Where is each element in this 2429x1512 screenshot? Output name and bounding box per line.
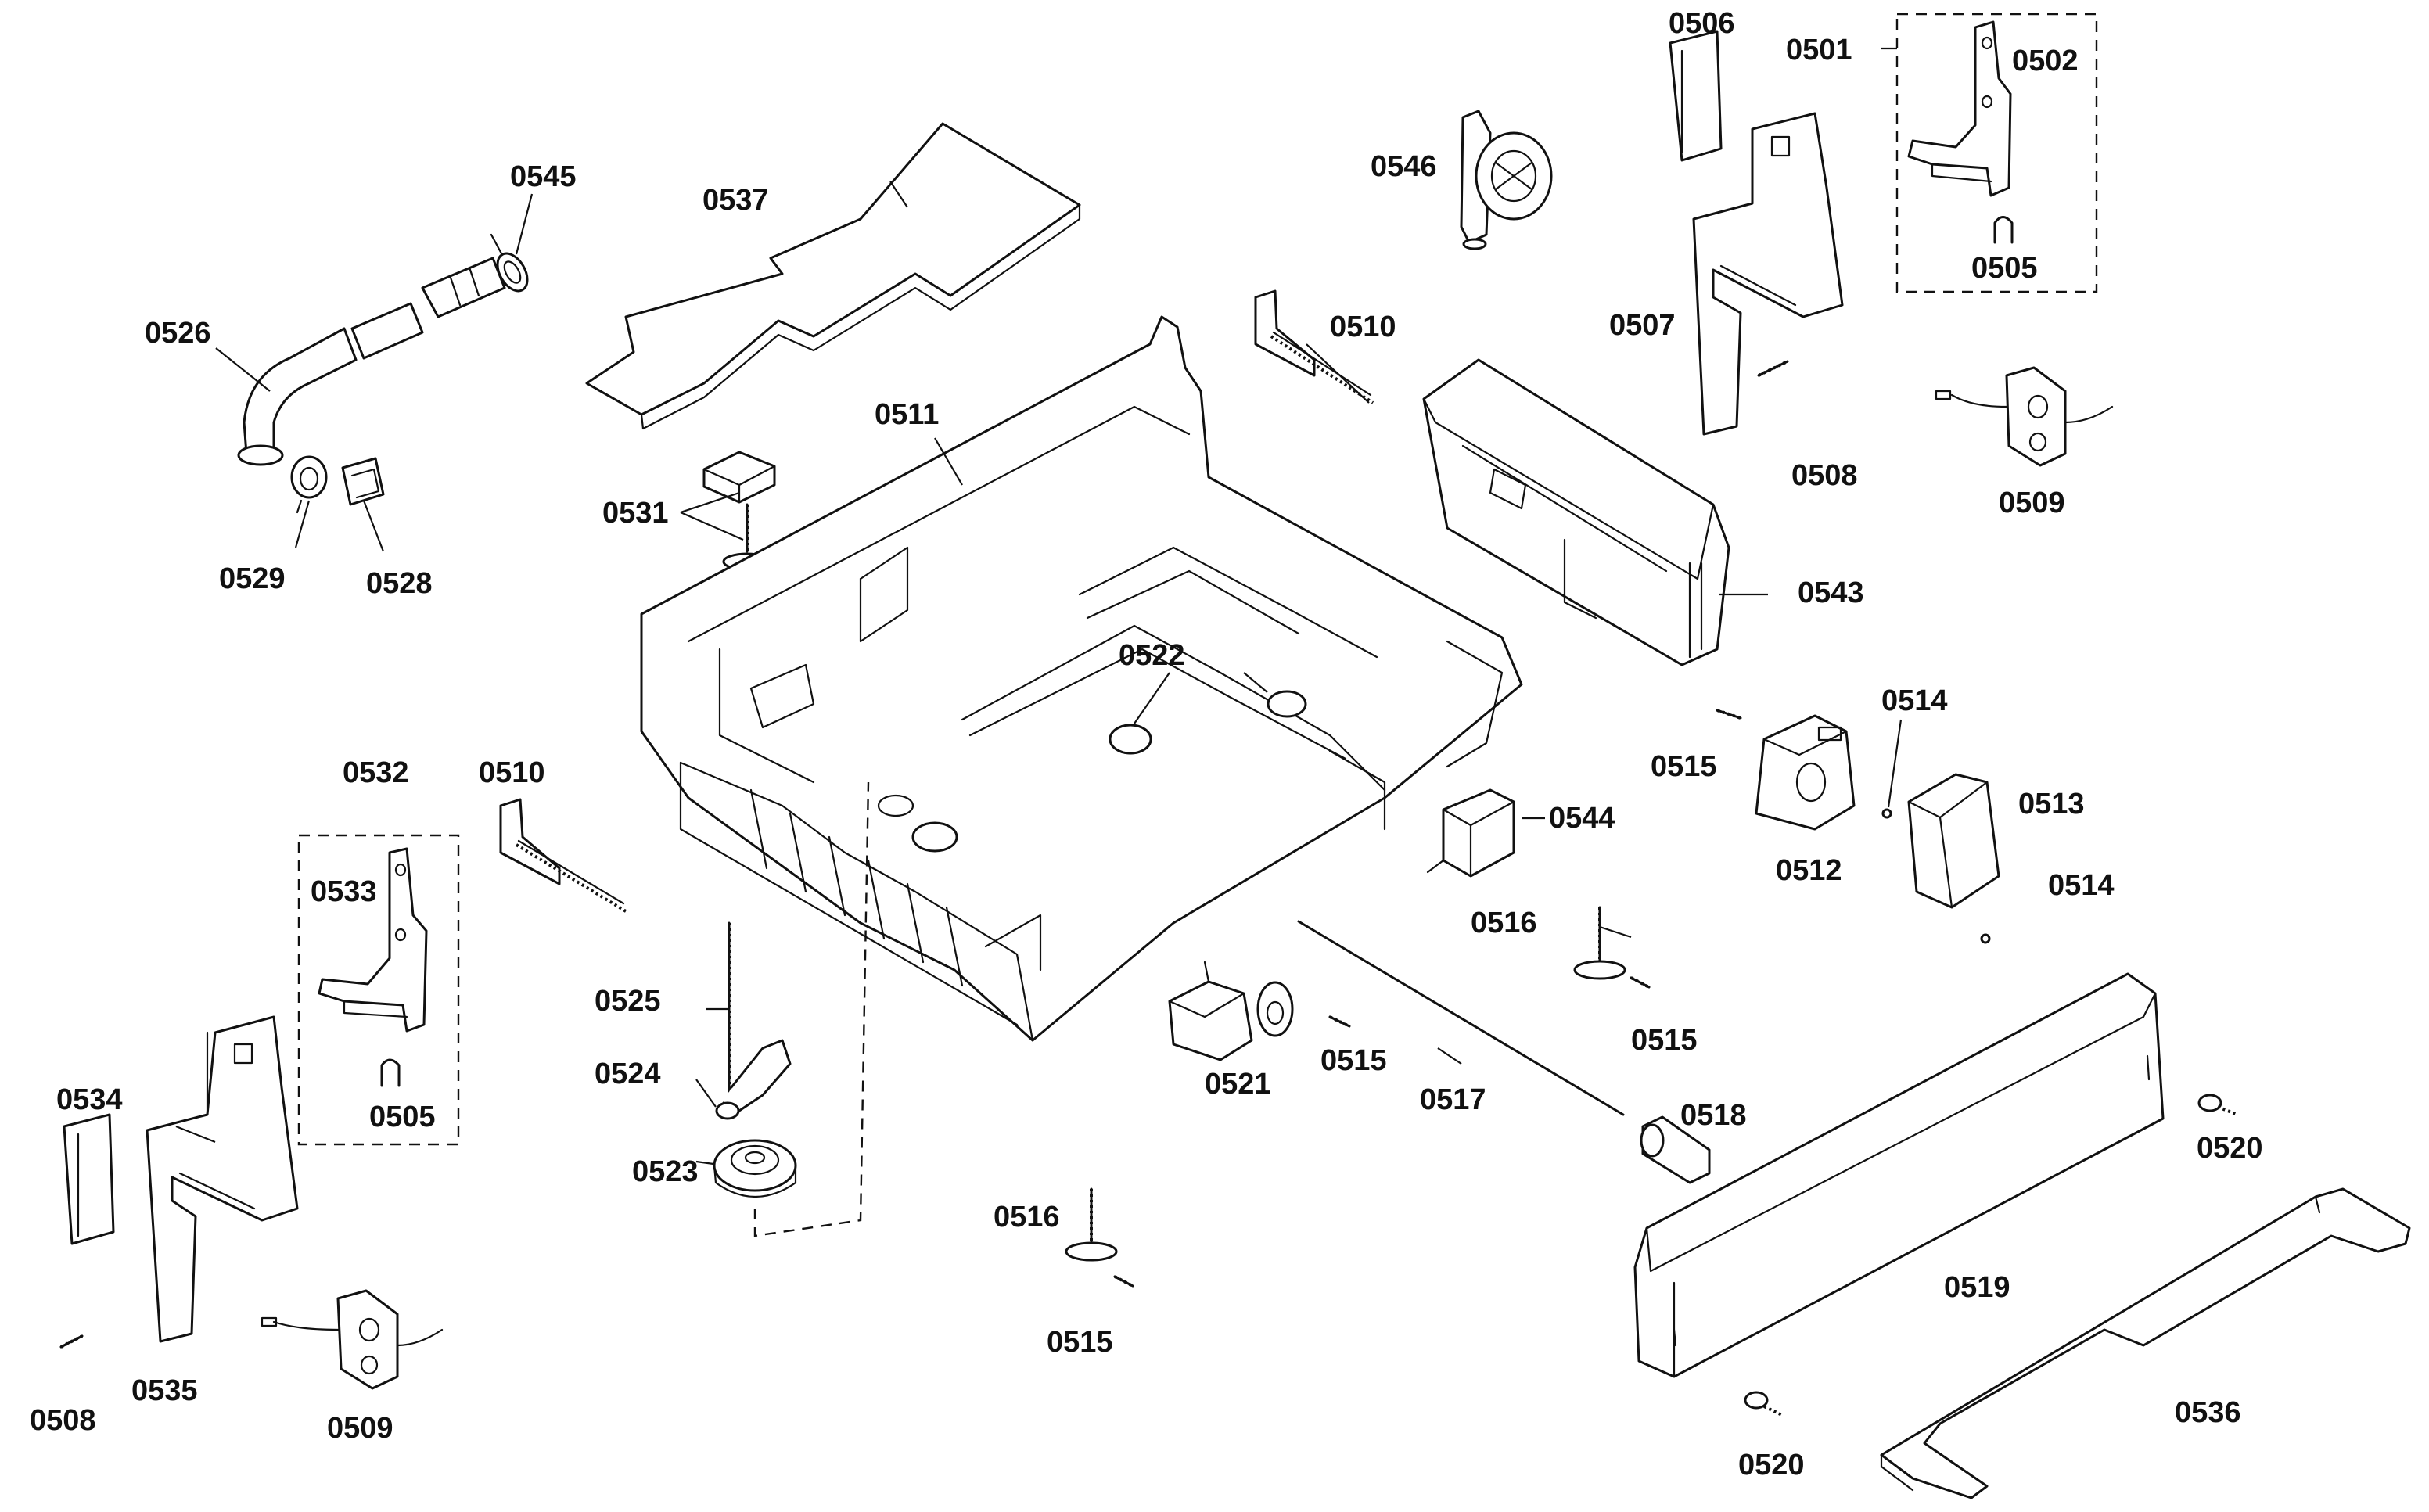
part-0512-bracket [1755,714,1856,831]
label-0519: 0519 [1944,1271,2010,1304]
part-0508-screw-upper [1757,360,1789,377]
part-0514-screw-b [1980,933,1991,944]
label-0536: 0536 [2175,1396,2241,1429]
label-0508-lower: 0508 [30,1404,96,1437]
label-0507: 0507 [1609,309,1676,342]
label-0516-upper: 0516 [1471,907,1537,939]
part-labels: 0537 0545 0526 0529 0528 0531 0511 0510 … [30,7,2263,1481]
part-0505-clip-lower [380,1058,401,1087]
label-0502: 0502 [2012,45,2079,77]
label-0522: 0522 [1119,639,1185,672]
part-0529-clamp [290,455,328,514]
label-0521: 0521 [1205,1068,1271,1101]
part-0536-lower-strip [1880,1187,2411,1499]
label-0528: 0528 [366,567,433,600]
part-0537-cover-panel [585,122,1081,430]
label-0513: 0513 [2018,788,2085,821]
label-0518: 0518 [1680,1099,1747,1132]
label-0525: 0525 [595,985,661,1018]
part-0518-knob [1640,1115,1711,1184]
part-0544-valve [1426,788,1515,878]
label-0532: 0532 [343,756,409,789]
part-0535-bracket [146,1015,299,1343]
label-0512: 0512 [1776,854,1842,887]
label-0520-lower: 0520 [1738,1449,1805,1481]
part-0506-cover [1669,30,1723,162]
kit-0501-box [1895,13,2098,293]
label-0520-upper: 0520 [2197,1132,2263,1165]
label-0529: 0529 [219,562,286,595]
part-0508-screw-lower [59,1334,84,1349]
part-0516-foot-lower [1065,1187,1118,1262]
label-0509-upper: 0509 [1999,487,2065,519]
label-0510-upper: 0510 [1330,311,1396,343]
label-0514-lower: 0514 [2048,869,2115,902]
part-0534-cover [63,1113,115,1245]
label-0515-c: 0515 [1320,1044,1387,1077]
part-0546-pump [1460,110,1553,250]
part-0515-screw-d [1113,1275,1134,1288]
kit-0532-box [297,834,460,1146]
part-0522-float [1109,724,1152,755]
label-0523: 0523 [632,1155,699,1188]
part-0513-cap [1907,773,2000,909]
label-0509-lower: 0509 [327,1412,393,1445]
part-0517-rod [1297,920,1625,1116]
label-0526: 0526 [145,317,211,350]
label-0515-d: 0515 [1047,1326,1113,1359]
label-0524: 0524 [595,1058,661,1090]
label-0534: 0534 [56,1083,123,1116]
label-0517: 0517 [1420,1083,1486,1116]
part-0523-wheel [713,1139,797,1198]
label-0505-upper: 0505 [1971,252,2038,285]
label-0506: 0506 [1669,7,1735,40]
label-0508-upper: 0508 [1791,459,1858,492]
part-0515-screw-b [1630,976,1651,989]
label-0531: 0531 [602,497,669,530]
label-0533: 0533 [311,875,377,908]
part-0526-drain-hose [237,257,506,466]
part-0515-screw-c [1328,1015,1351,1028]
label-0510-lower: 0510 [479,756,545,789]
label-0544: 0544 [1549,802,1615,835]
part-0511-base-frame [640,315,1523,1042]
part-0507-bracket [1692,112,1844,436]
part-0520-screw-upper [2197,1094,2238,1116]
label-0545: 0545 [510,160,577,193]
part-0509-switch-lower [261,1289,444,1390]
part-0505-clip-upper [1993,216,2014,244]
leader-lines [175,47,1903,1165]
label-0537: 0537 [702,184,769,217]
part-0520-screw-lower [1744,1391,1784,1417]
label-0515-b: 0515 [1631,1024,1698,1057]
dashed-locator-0523 [753,781,870,1237]
part-0545-hose-clamp [490,233,529,293]
label-0505-lower: 0505 [369,1101,436,1133]
part-0516-foot-upper [1573,906,1626,980]
part-0533-hinge-bracket [318,847,428,1033]
part-0510-spring-upper [1254,289,1374,404]
part-0519-kick-panel [1633,972,2165,1378]
label-0516-lower: 0516 [994,1201,1060,1234]
part-0543-control-module [1422,358,1730,666]
part-0510-spring-lower [499,798,627,913]
part-0514-screw-a [1881,808,1892,819]
label-0535: 0535 [131,1374,198,1407]
label-0511: 0511 [875,398,939,431]
label-0515-a: 0515 [1651,750,1717,783]
label-0546: 0546 [1371,150,1437,183]
part-0509-switch-upper [1935,366,2114,467]
label-0543: 0543 [1798,576,1864,609]
label-0514-upper: 0514 [1881,684,1948,717]
part-0521-inlet-valve [1168,961,1294,1061]
part-0524-lever [715,1039,792,1120]
part-0502-hinge-bracket [1907,20,2012,197]
label-0501: 0501 [1786,34,1852,66]
part-0528-bracket [341,457,385,506]
part-0515-screw-a [1716,709,1742,720]
